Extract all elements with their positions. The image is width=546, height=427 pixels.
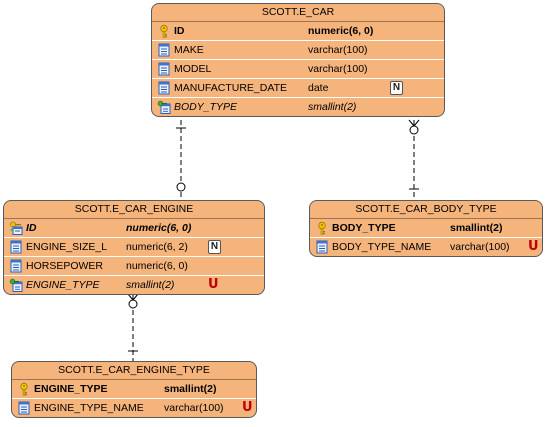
column-type: numeric(6, 0): [308, 25, 374, 37]
foreign-key-icon: [9, 278, 23, 292]
entity-e-car-body-type[interactable]: SCOTT.E_CAR_BODY_TYPE BODY_TYPE smallint(…: [309, 200, 543, 257]
column-name: ENGINE_TYPE: [34, 383, 108, 395]
column-type: smallint(2): [164, 383, 217, 395]
nullable-badge: N: [390, 81, 403, 95]
column-name: BODY_TYPE: [332, 222, 396, 234]
column-row-body-type-name[interactable]: BODY_TYPE_NAME varchar(100) U: [310, 238, 542, 256]
entity-title: SCOTT.E_CAR_ENGINE_TYPE: [12, 362, 256, 380]
column-list: ENGINE_TYPE smallint(2) ENGINE_TYPE_NAME va…: [12, 380, 256, 417]
column-name: ID: [174, 25, 185, 37]
column-name: BODY_TYPE: [174, 101, 238, 113]
primary-key-icon: [315, 221, 329, 235]
column-name: BODY_TYPE_NAME: [332, 241, 432, 253]
column-type: smallint(2): [308, 101, 357, 113]
column-icon: [9, 240, 23, 254]
column-icon: [157, 43, 171, 57]
foreign-key-icon: [157, 100, 171, 114]
column-list: ID numeric(6, 0) ENGINE_SIZE_L numeric(6, 2…: [4, 219, 264, 294]
column-row-engine-size-l[interactable]: ENGINE_SIZE_L numeric(6, 2) N: [4, 238, 264, 257]
column-row-engine-type[interactable]: ENGINE_TYPE smallint(2) U: [4, 276, 264, 294]
column-icon: [17, 401, 31, 415]
unique-badge: U: [528, 239, 539, 254]
column-name: HORSEPOWER: [26, 260, 104, 272]
primary-foreign-key-icon: [9, 221, 23, 235]
column-name: ENGINE_SIZE_L: [26, 241, 108, 253]
primary-key-icon: [157, 24, 171, 38]
column-row-body-type[interactable]: BODY_TYPE smallint(2): [310, 219, 542, 238]
column-name: MAKE: [174, 44, 204, 56]
nullable-badge: N: [208, 240, 221, 254]
column-icon: [157, 81, 171, 95]
unique-badge: U: [208, 277, 219, 292]
column-icon: [157, 62, 171, 76]
column-type: varchar(100): [308, 63, 368, 75]
entity-title: SCOTT.E_CAR_BODY_TYPE: [310, 201, 542, 219]
column-name: MODEL: [174, 63, 212, 75]
column-icon: [9, 259, 23, 273]
column-type: varchar(100): [450, 241, 510, 253]
column-row-manufacture-date[interactable]: MANUFACTURE_DATE date N: [152, 79, 444, 98]
entity-e-car[interactable]: SCOTT.E_CAR ID numeric(6, 0) MAKE varchar(1…: [151, 3, 445, 117]
relationship-engine-engine-type[interactable]: [127, 293, 139, 361]
column-row-engine-type[interactable]: ENGINE_TYPE smallint(2): [12, 380, 256, 399]
relationship-car-body-type[interactable]: [408, 119, 420, 200]
column-type: smallint(2): [126, 279, 175, 291]
column-type: numeric(6, 2): [126, 241, 188, 253]
entity-e-car-engine[interactable]: SCOTT.E_CAR_ENGINE ID numeric(6, 0) ENGINE…: [3, 200, 265, 295]
column-list: ID numeric(6, 0) MAKE varchar(100) MODEL varc…: [152, 22, 444, 116]
column-list: BODY_TYPE smallint(2) BODY_TYPE_NAME varcha…: [310, 219, 542, 256]
column-row-horsepower[interactable]: HORSEPOWER numeric(6, 0): [4, 257, 264, 276]
column-type: numeric(6, 0): [126, 260, 188, 272]
column-name: ENGINE_TYPE: [26, 279, 100, 291]
entity-title: SCOTT.E_CAR_ENGINE: [4, 201, 264, 219]
column-row-body-type[interactable]: BODY_TYPE smallint(2): [152, 98, 444, 116]
entity-title: SCOTT.E_CAR: [152, 4, 444, 22]
column-type: date: [308, 82, 329, 94]
column-row-id[interactable]: ID numeric(6, 0): [4, 219, 264, 238]
column-name: MANUFACTURE_DATE: [174, 82, 287, 94]
column-row-make[interactable]: MAKE varchar(100): [152, 41, 444, 60]
relationship-car-engine[interactable]: [176, 120, 186, 200]
column-name: ENGINE_TYPE_NAME: [34, 402, 144, 414]
column-row-model[interactable]: MODEL varchar(100): [152, 60, 444, 79]
column-type: smallint(2): [450, 222, 503, 234]
column-row-id[interactable]: ID numeric(6, 0): [152, 22, 444, 41]
column-row-engine-type-name[interactable]: ENGINE_TYPE_NAME varchar(100) U: [12, 399, 256, 417]
column-icon: [315, 240, 329, 254]
column-type: varchar(100): [164, 402, 224, 414]
entity-e-car-engine-type[interactable]: SCOTT.E_CAR_ENGINE_TYPE ENGINE_TYPE small…: [11, 361, 257, 418]
column-type: varchar(100): [308, 44, 368, 56]
column-name: ID: [26, 222, 37, 234]
column-type: numeric(6, 0): [126, 222, 192, 234]
primary-key-icon: [17, 382, 31, 396]
unique-badge: U: [242, 400, 253, 415]
